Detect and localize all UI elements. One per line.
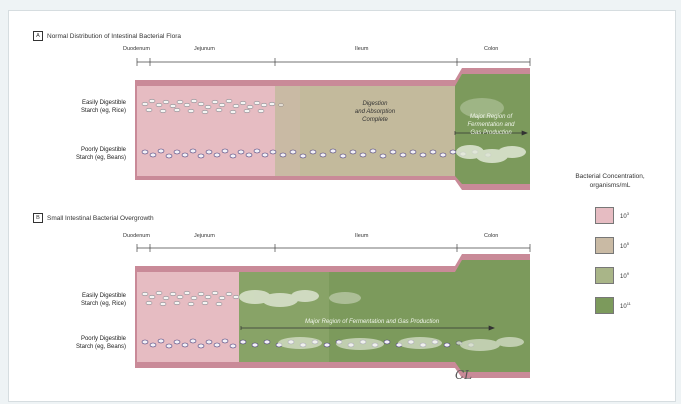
panel-a-annotation-fermentation-line3: Gas Production (453, 129, 529, 137)
legend-title-line1: Bacterial Concentration, (545, 172, 675, 181)
legend-value-3: 109 (620, 271, 629, 280)
legend-swatch-2 (595, 237, 614, 254)
panel-a-annotation-complete-line1: Digestion (340, 100, 410, 108)
panel-b-tube (135, 254, 530, 378)
panel-a-annotation-fermentation-line1: Major Region of (453, 113, 529, 121)
panel-b-scale (137, 244, 530, 252)
legend-value-2: 105 (620, 241, 629, 250)
legend-title: Bacterial Concentration, organisms/mL (545, 172, 675, 190)
panel-a-region-pink (137, 86, 275, 176)
legend-value-1: 103 (620, 211, 629, 220)
legend-swatch-3 (595, 267, 614, 284)
legend-value-4: 1011 (620, 301, 631, 310)
panel-a-annotation-complete: Digestion and Absorption Complete (340, 100, 410, 124)
artist-signature: CL (455, 368, 472, 382)
panel-b-annotation-fermentation: Major Region of Fermentation and Gas Pro… (262, 318, 482, 326)
panel-a-scale (137, 58, 530, 66)
legend-swatch-4 (595, 297, 614, 314)
panel-a-annotation-fermentation: Major Region of Fermentation and Gas Pro… (453, 113, 529, 137)
panel-a-annotation-complete-line3: Complete (340, 116, 410, 124)
legend-title-line2: organisms/mL (545, 181, 675, 190)
panel-a-annotation-fermentation-line2: Fermentation and (453, 121, 529, 129)
panel-b-region-pink (137, 272, 239, 362)
legend-swatch-1 (595, 207, 614, 224)
panel-a-annotation-complete-line2: and Absorption (340, 108, 410, 116)
